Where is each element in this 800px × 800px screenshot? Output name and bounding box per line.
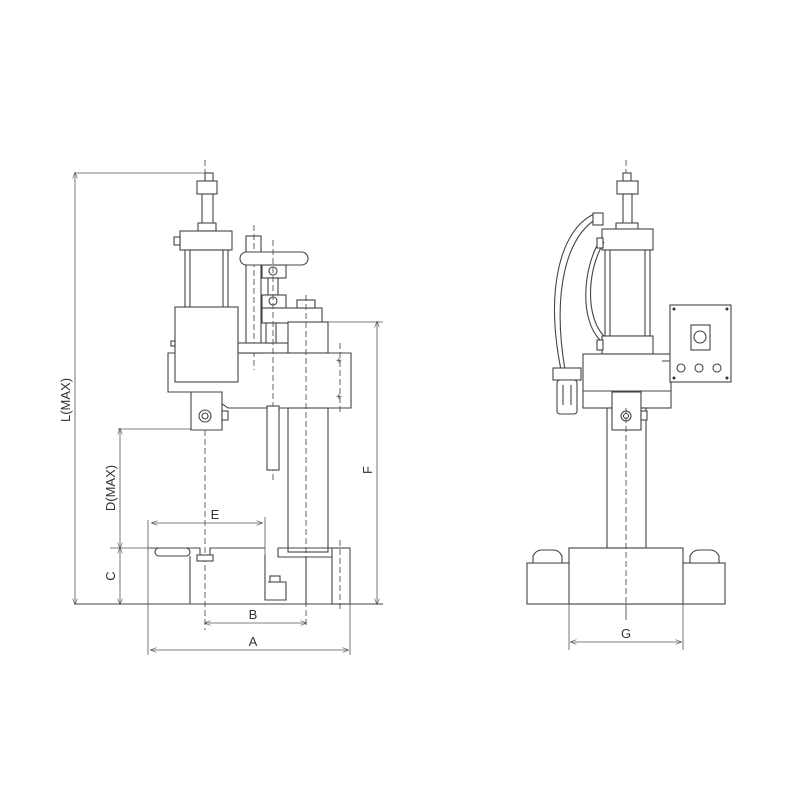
svg-text:+: + (336, 392, 342, 403)
foot-pad (154, 547, 191, 557)
foot-pad (689, 549, 720, 564)
dim-d-label: D(MAX) (103, 465, 118, 511)
front-view: G (526, 160, 732, 650)
rod-nut (196, 180, 218, 195)
side-view: + + L(MAX) D(MAX) C F E B A (58, 160, 383, 655)
upper-plate (261, 307, 323, 324)
dim-b-label: B (249, 607, 258, 622)
bracket (190, 391, 223, 431)
column (606, 407, 647, 549)
cylinder-top-cap (601, 228, 654, 251)
lower-rod (266, 405, 280, 471)
base-clamp (331, 547, 351, 605)
cylinder-body (184, 249, 229, 309)
air-hose (554, 213, 595, 371)
dim-g-label: G (621, 626, 631, 641)
air-filter (552, 367, 582, 381)
dim-l-label: L(MAX) (58, 378, 73, 422)
handle (239, 251, 309, 266)
control-button (676, 363, 686, 373)
cylinder-block (174, 306, 239, 383)
dim-c-label: C (103, 571, 118, 580)
dim-a-label: A (249, 634, 258, 649)
emergency-button (690, 324, 711, 351)
dim-f-label: F (360, 466, 375, 474)
svg-text:+: + (336, 356, 342, 367)
column (287, 407, 329, 553)
control-button (694, 363, 704, 373)
column-top (287, 321, 329, 354)
cylinder-top-cap (179, 230, 233, 251)
control-button (712, 363, 722, 373)
piston-rod (201, 193, 214, 225)
foot-pad (532, 549, 563, 564)
dim-e-label: E (211, 507, 220, 522)
cylinder-body (604, 249, 651, 337)
